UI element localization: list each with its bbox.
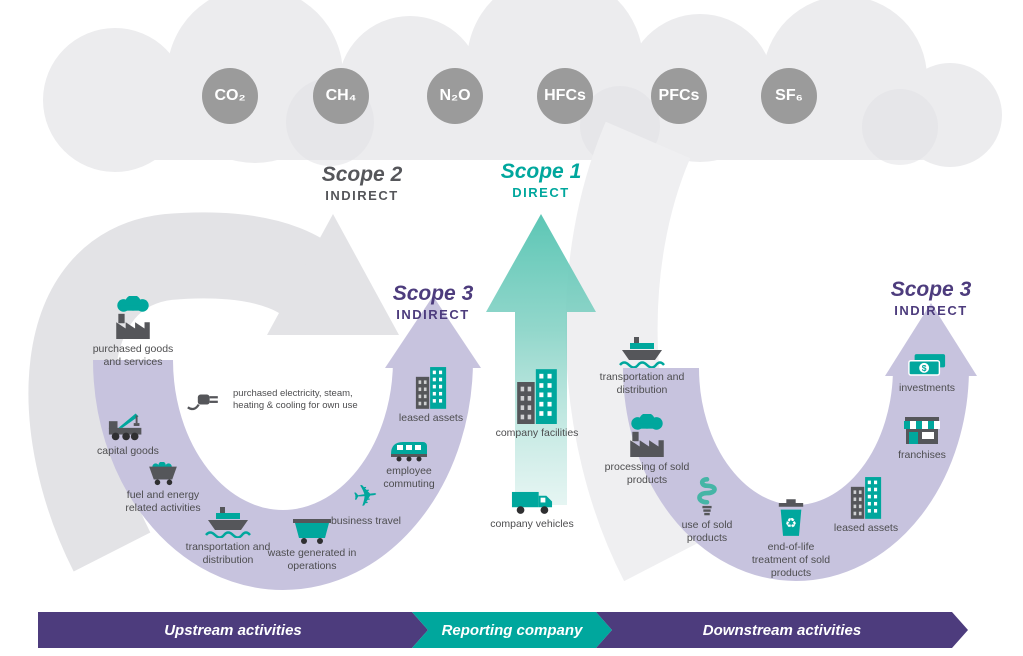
scope-2-type: INDIRECT — [325, 188, 399, 203]
downstream-item-leased-assets: leased assets — [821, 476, 911, 535]
item-label: franchises — [898, 449, 946, 461]
lightbulb-icon — [694, 472, 720, 516]
scope-2-heading: Scope 2 INDIRECT — [287, 163, 437, 203]
gas-label: PFCs — [658, 87, 700, 104]
factory-smoke-icon — [112, 296, 154, 340]
dumpster-icon — [292, 514, 332, 544]
purchased-electricity-note: purchased electricity, steam, heating & … — [186, 388, 385, 413]
scope-3-downstream-heading: Scope 3 INDIRECT — [856, 278, 1006, 318]
scope-3-type: INDIRECT — [396, 307, 470, 322]
gas-label: CO₂ — [214, 87, 246, 104]
banner-downstream-activities: Downstream activities — [596, 612, 968, 648]
money-icon: $ — [907, 352, 947, 379]
gas-circle-co2: CO₂ — [202, 68, 258, 124]
item-label: waste generated in operations — [267, 547, 357, 573]
downstream-item-processing: processing of sold products — [602, 414, 692, 487]
scope-1-heading: Scope 1 DIRECT — [466, 160, 616, 200]
downstream-item-investments: $ investments — [882, 352, 972, 395]
downstream-item-transport-distribution: transportation and distribution — [597, 336, 687, 397]
upstream-item-business-travel: ✈ business travel — [321, 479, 411, 528]
train-icon — [389, 436, 429, 462]
banner-upstream-activities: Upstream activities — [38, 612, 428, 648]
reporting-item-company-facilities: company facilities — [492, 368, 582, 440]
scope-3-upstream-heading: Scope 3 INDIRECT — [358, 282, 508, 322]
mine-cart-icon — [147, 462, 179, 486]
scope-3-type: INDIRECT — [894, 303, 968, 318]
item-label: transportation and distribution — [185, 541, 271, 567]
item-label: investments — [898, 382, 956, 394]
item-label: employee commuting — [383, 465, 435, 491]
upstream-item-purchased-goods: purchased goods and services — [88, 296, 178, 369]
storefront-icon — [903, 416, 941, 446]
plug-icon — [186, 388, 226, 412]
upstream-item-fuel-energy: fuel and energy related activities — [118, 462, 208, 515]
item-label: capital goods — [97, 445, 159, 457]
upstream-item-leased-assets: leased assets — [386, 366, 476, 425]
item-label: business travel — [330, 515, 402, 527]
gas-label: HFCs — [544, 87, 586, 104]
scope-2-title: Scope 2 — [321, 163, 403, 186]
scope-1-title: Scope 1 — [500, 160, 582, 183]
crane-truck-icon — [107, 408, 149, 442]
downstream-item-franchises: franchises — [877, 416, 967, 462]
item-label: purchased goods and services — [92, 343, 174, 369]
gas-circle-hfcs: HFCs — [537, 68, 593, 124]
dollar-glyph: $ — [922, 363, 927, 373]
gas-label: SF₆ — [775, 87, 803, 104]
gas-circle-pfcs: PFCs — [651, 68, 707, 124]
upstream-item-employee-commuting: employee commuting — [364, 436, 454, 491]
banner-label: Downstream activities — [702, 621, 862, 639]
item-label: leased assets — [398, 412, 464, 424]
item-label: transportation and distribution — [599, 371, 685, 397]
scope-3-title: Scope 3 — [392, 282, 474, 305]
upstream-item-capital-goods: capital goods — [83, 408, 173, 458]
downstream-item-use-of-sold: use of sold products — [662, 472, 752, 545]
item-label: processing of sold products — [604, 461, 690, 487]
banner-label: Upstream activities — [164, 621, 302, 639]
item-label: fuel and energy related activities — [125, 489, 201, 515]
scope-3-title: Scope 3 — [890, 278, 972, 301]
scope-1-type: DIRECT — [512, 185, 570, 200]
recycle-glyph: ♻ — [785, 515, 797, 530]
gas-label: N₂O — [439, 87, 471, 104]
note-label: purchased electricity, steam, heating & … — [233, 388, 358, 412]
reporting-item-company-vehicles: company vehicles — [487, 488, 577, 531]
recycle-bin-icon: ♻ — [776, 498, 806, 538]
building-icon — [850, 476, 882, 519]
item-label: end-of-life treatment of sold products — [751, 541, 831, 580]
ship-icon — [619, 336, 665, 368]
downstream-item-end-of-life: ♻ end-of-life treatment of sold products — [746, 498, 836, 580]
item-label: company facilities — [495, 427, 579, 439]
building-icon — [516, 368, 558, 424]
banner-reporting-company: Reporting company — [412, 612, 612, 648]
upstream-item-transport-distribution: transportation and distribution — [183, 506, 273, 567]
building-icon — [415, 366, 447, 409]
truck-icon — [511, 488, 553, 515]
gas-circle-n2o: N₂O — [427, 68, 483, 124]
upstream-item-waste: waste generated in operations — [267, 514, 357, 573]
item-label: leased assets — [833, 522, 899, 534]
factory-smoke-icon — [626, 414, 668, 458]
item-label: use of sold products — [681, 519, 733, 545]
gas-circle-sf6: SF₆ — [761, 68, 817, 124]
gas-label: CH₄ — [325, 87, 357, 104]
gas-circle-ch4: CH₄ — [313, 68, 369, 124]
ship-icon — [205, 506, 251, 538]
banner-label: Reporting company — [441, 621, 583, 639]
item-label: company vehicles — [490, 518, 574, 530]
